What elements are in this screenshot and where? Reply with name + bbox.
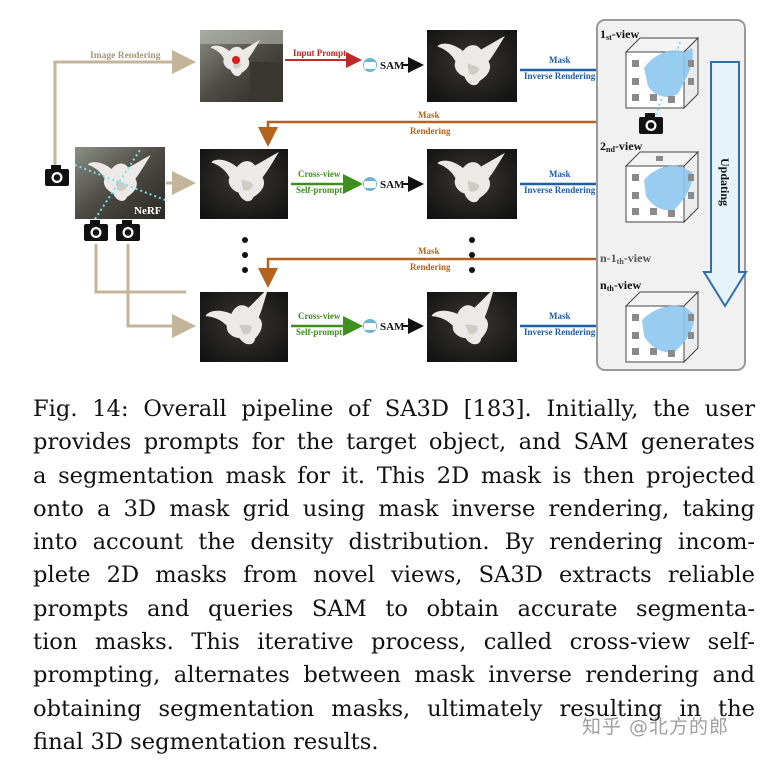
caption-line: onto a 3D mask grid using mask inverse r… [33,495,755,522]
caption-line: into account the density distribution. B… [33,529,755,556]
caption-line: plete 2D masks from novel views, SA3D ex… [33,562,755,589]
view-image-2 [200,149,288,219]
svg-text:Self-prompt: Self-prompt [296,185,342,195]
nerf-scene: NeRF [74,147,166,220]
pipeline-figure: Image Rendering Input Prompt SAM Mask In… [45,19,748,371]
mask-image-1 [427,30,517,102]
svg-text:Inverse Rendering: Inverse Rendering [524,185,596,195]
svg-text:Mask: Mask [549,55,571,65]
caption-line: Fig. 14: Overall pipeline of SA3D [183].… [33,396,755,422]
input-prompt-label: Input Prompt [293,48,346,58]
input-image [200,30,283,102]
svg-text:Mask: Mask [549,169,571,179]
svg-text:Inverse Rendering: Inverse Rendering [524,71,596,81]
view-image-n [200,288,288,362]
sam-icon: SAM [363,58,405,72]
caption-line: obtaining segmentation masks, ultimately… [33,695,755,722]
mask-grid-cube-2 [625,151,699,223]
camera-icon [45,165,69,186]
svg-text:SAM: SAM [380,321,405,333]
mask-grid-cube-1 [625,37,699,109]
svg-text:Cross-view: Cross-view [298,169,341,179]
caption-line: prompting, alternates between mask inver… [33,662,755,689]
svg-text:Cross-view: Cross-view [298,311,341,321]
camera-icon [116,220,140,241]
view-label-n: nth-view [600,278,641,293]
watermark: 知乎 @北方的郎 [582,716,730,738]
image-rendering-label: Image Rendering [90,51,161,61]
updating-label: Updating [718,158,732,206]
view-label-2: 2nd-view [600,139,643,154]
svg-text:Inverse Rendering: Inverse Rendering [524,327,596,337]
svg-text:SAM: SAM [380,179,405,191]
mask-image-2 [427,149,517,219]
svg-text:SAM: SAM [380,60,405,72]
sam-icon: SAM [363,177,405,191]
caption-line: provides prompts for the target object, … [33,429,755,456]
updating-arrow: Updating [702,61,748,308]
figure-caption: Fig. 14: Overall pipeline of SA3D [183].… [33,393,755,759]
camera-icon [84,220,108,241]
mask-grid-cube-n [625,291,699,363]
caption-line: prompts and queries SAM to obtain accura… [33,595,755,622]
caption-line: a segmentation mask for it. This 2D mask… [33,462,755,489]
mask-image-n [427,288,517,362]
sam-icon: SAM [363,319,405,333]
nerf-label: NeRF [134,205,162,217]
mask-rendering-arrow-1 [258,120,635,147]
svg-text:Rendering: Rendering [410,262,451,272]
view-label-n-1: n-1th-view [600,251,651,266]
svg-text:Mask: Mask [418,246,440,256]
view-label-1: 1st-view [600,27,639,42]
image-rendering-arrow [53,50,196,168]
svg-text:Mask: Mask [549,311,571,321]
svg-text:Mask: Mask [418,110,440,120]
svg-text:Self-prompt: Self-prompt [296,327,342,337]
svg-text:Rendering: Rendering [410,126,451,136]
caption-line: final 3D segmentation results. [33,728,379,755]
mask-rendering-arrow-n [258,257,598,288]
caption-line: tion masks. This iterative process, call… [33,629,755,656]
